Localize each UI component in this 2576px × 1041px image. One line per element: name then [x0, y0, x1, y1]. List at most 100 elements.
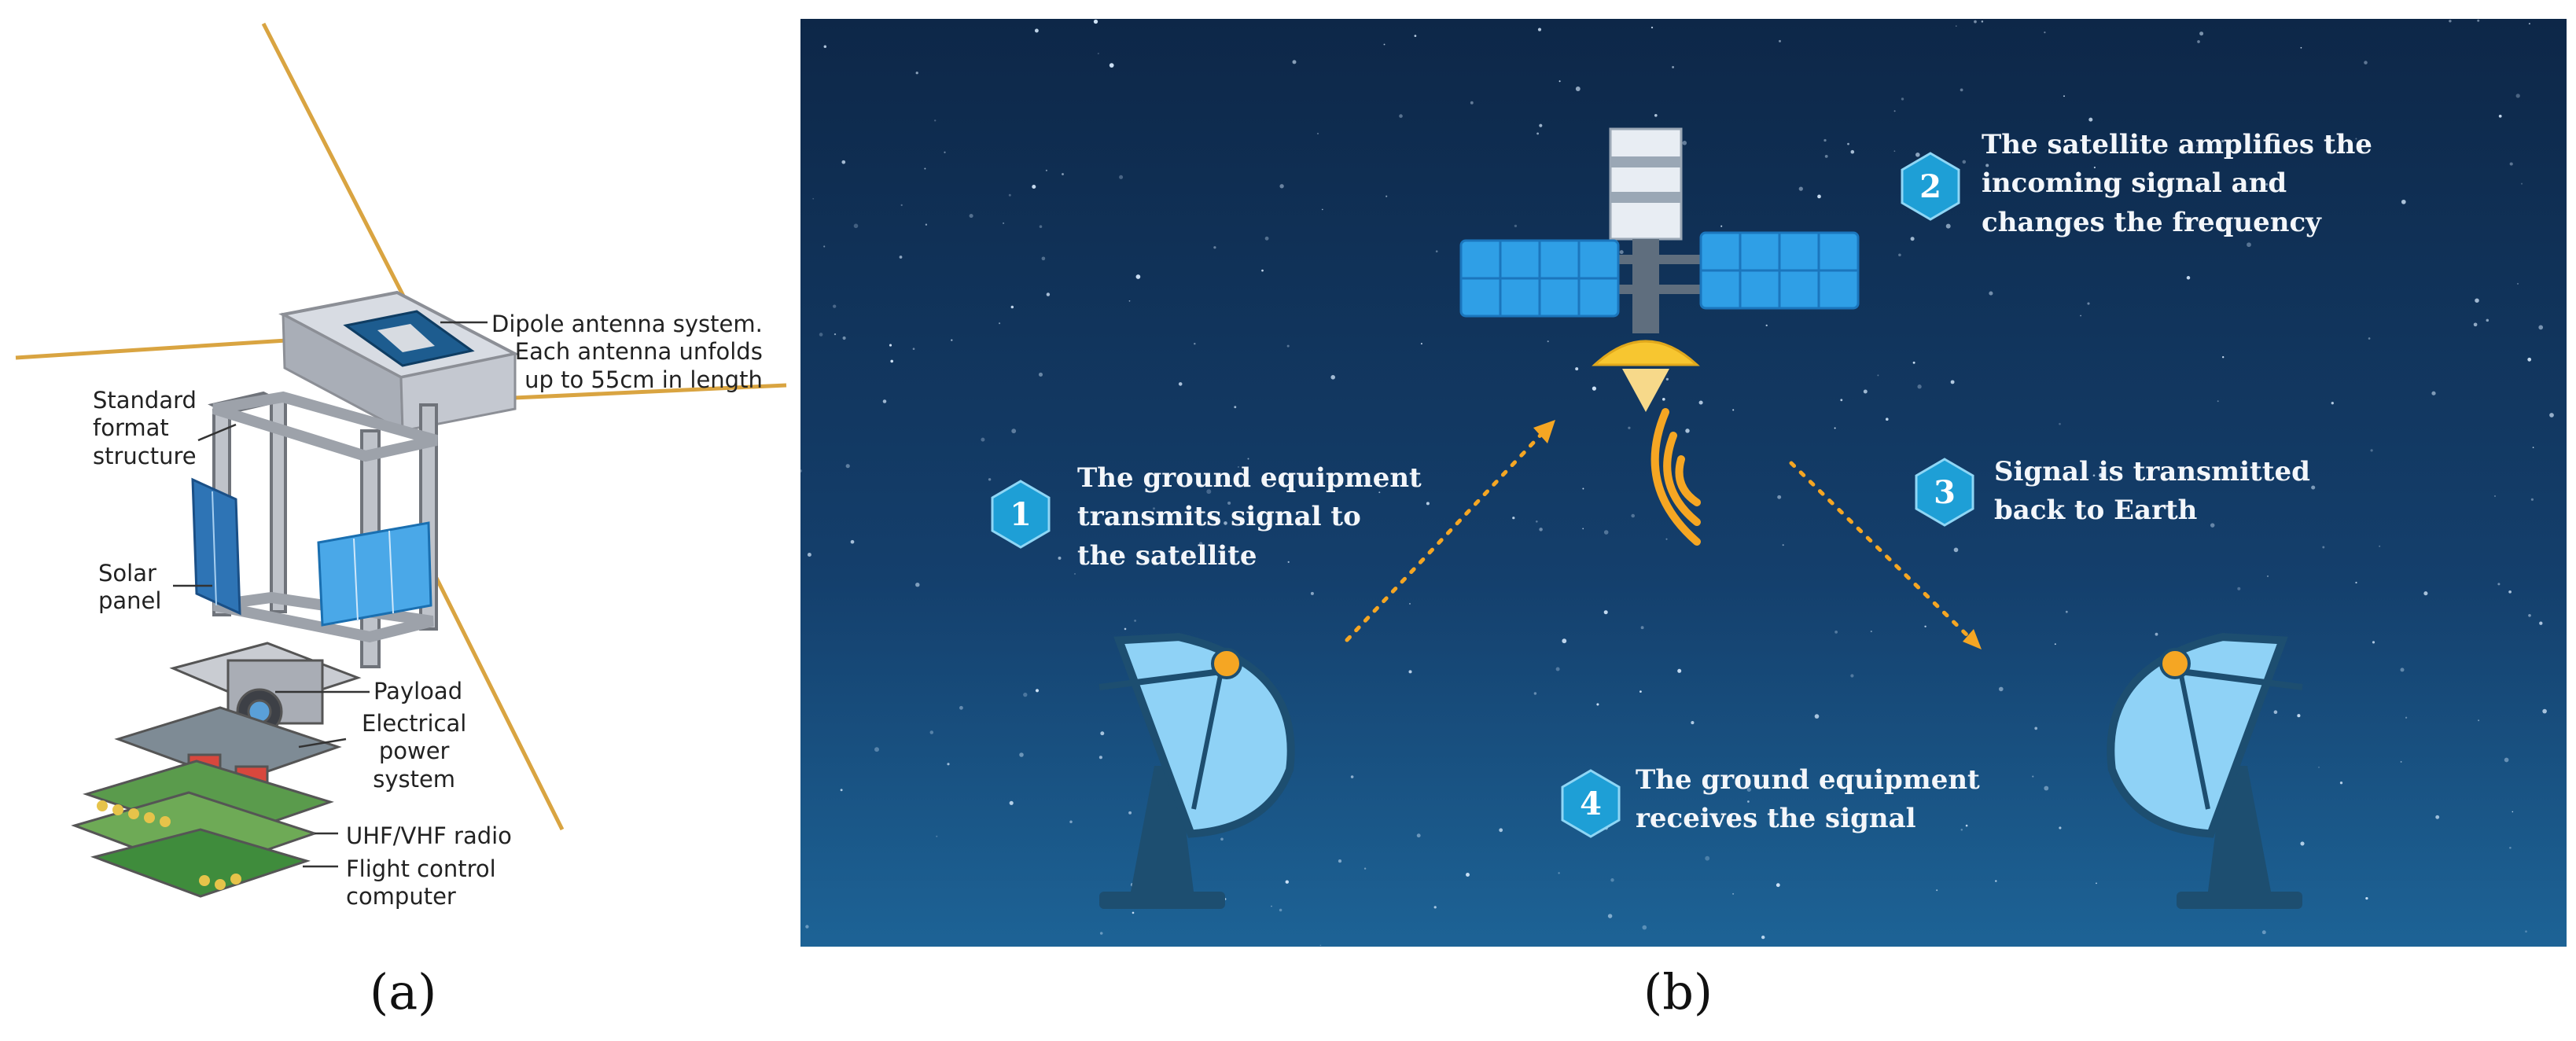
step-1-text: The ground equipment transmits signal to… [1077, 462, 1422, 572]
star [1877, 374, 1879, 377]
star [2549, 413, 2554, 418]
caption-b: (b) [1643, 963, 1713, 1021]
star [1776, 883, 1780, 888]
satellite-dish-icon [1098, 633, 1295, 909]
star-field [800, 19, 2554, 947]
star [1917, 384, 1922, 389]
star [2405, 716, 2408, 719]
star [2542, 708, 2547, 714]
star [1234, 406, 1237, 409]
star [1631, 513, 1635, 518]
label-payload: Payload [374, 678, 463, 704]
star [915, 582, 920, 587]
star [1100, 731, 1105, 736]
signal-arrowhead-up [1533, 420, 1555, 443]
star [2080, 315, 2081, 317]
star [1227, 501, 1231, 505]
star [1558, 872, 1560, 874]
star [2478, 719, 2480, 722]
star [2197, 40, 2200, 43]
star [2401, 199, 2406, 204]
star [1747, 800, 1750, 803]
star [1893, 150, 1896, 153]
star [2087, 302, 2090, 305]
star [1732, 409, 1735, 411]
star [1575, 367, 1579, 371]
step-3-badge: 3 [1915, 458, 1974, 527]
star [2339, 782, 2343, 785]
star [2449, 20, 2452, 23]
electronics-stack [71, 642, 362, 898]
star [1093, 19, 1098, 24]
star [2494, 495, 2496, 497]
star [1682, 141, 1687, 145]
star [1019, 752, 1024, 757]
star [845, 464, 850, 469]
star [1069, 820, 1073, 824]
star [1426, 502, 1430, 506]
star [2059, 422, 2061, 425]
star [1603, 530, 1609, 535]
hexagon-badge-icon [1561, 769, 1621, 838]
star [1499, 828, 1503, 833]
star [1271, 905, 1272, 907]
star [1097, 53, 1099, 55]
star [1691, 721, 1695, 725]
star [2497, 583, 2501, 586]
star [874, 747, 879, 752]
panel-a-cubesat: Dipole antenna system. Each antenna unfo… [0, 0, 794, 951]
star [1134, 620, 1136, 622]
star [1132, 911, 1135, 914]
star [1677, 668, 1682, 673]
star [1596, 703, 1599, 706]
star [2237, 587, 2241, 590]
star [1466, 873, 1470, 877]
signal-paths [1345, 425, 1974, 642]
star [1194, 342, 1196, 345]
svg-text:3: 3 [1934, 474, 1956, 511]
star [1224, 521, 1227, 525]
star [1099, 932, 1103, 935]
star [2221, 140, 2225, 143]
star [1206, 489, 1212, 495]
star [1198, 542, 1203, 546]
star [1330, 375, 1335, 380]
star [823, 245, 826, 248]
star [2044, 785, 2049, 791]
star [1610, 878, 1614, 882]
star [1915, 153, 1920, 157]
star [882, 399, 887, 403]
leader-lines [173, 321, 488, 868]
step-4-badge: 4 [1561, 769, 1621, 838]
star [2155, 632, 2158, 636]
star [2044, 31, 2046, 34]
star [1433, 906, 1437, 909]
star [2199, 31, 2204, 36]
star [1010, 305, 1014, 309]
star [1665, 377, 1669, 381]
star [1287, 561, 1290, 563]
star [1834, 631, 1838, 634]
star [1261, 269, 1264, 272]
star [2530, 498, 2534, 501]
star [1893, 110, 1896, 112]
star [2509, 162, 2513, 166]
star [1535, 520, 1538, 523]
star [1685, 429, 1690, 433]
star [2032, 775, 2034, 778]
satellite-dish-icon [2107, 633, 2303, 909]
star [1109, 63, 1114, 68]
star [2400, 760, 2402, 763]
star [2515, 94, 2520, 98]
star [2088, 117, 2093, 122]
star [1863, 389, 1868, 394]
star [1310, 591, 1314, 595]
cubesat-exploded-illustration [15, 22, 787, 898]
star [1640, 626, 1644, 630]
star [2528, 613, 2531, 617]
star [1910, 237, 1915, 241]
star [1870, 631, 1872, 633]
solar-panels [191, 477, 432, 627]
panel-b-satellite-communication: 1 2 3 4 The ground equipment transmits s… [800, 19, 2567, 947]
star [1619, 250, 1624, 255]
